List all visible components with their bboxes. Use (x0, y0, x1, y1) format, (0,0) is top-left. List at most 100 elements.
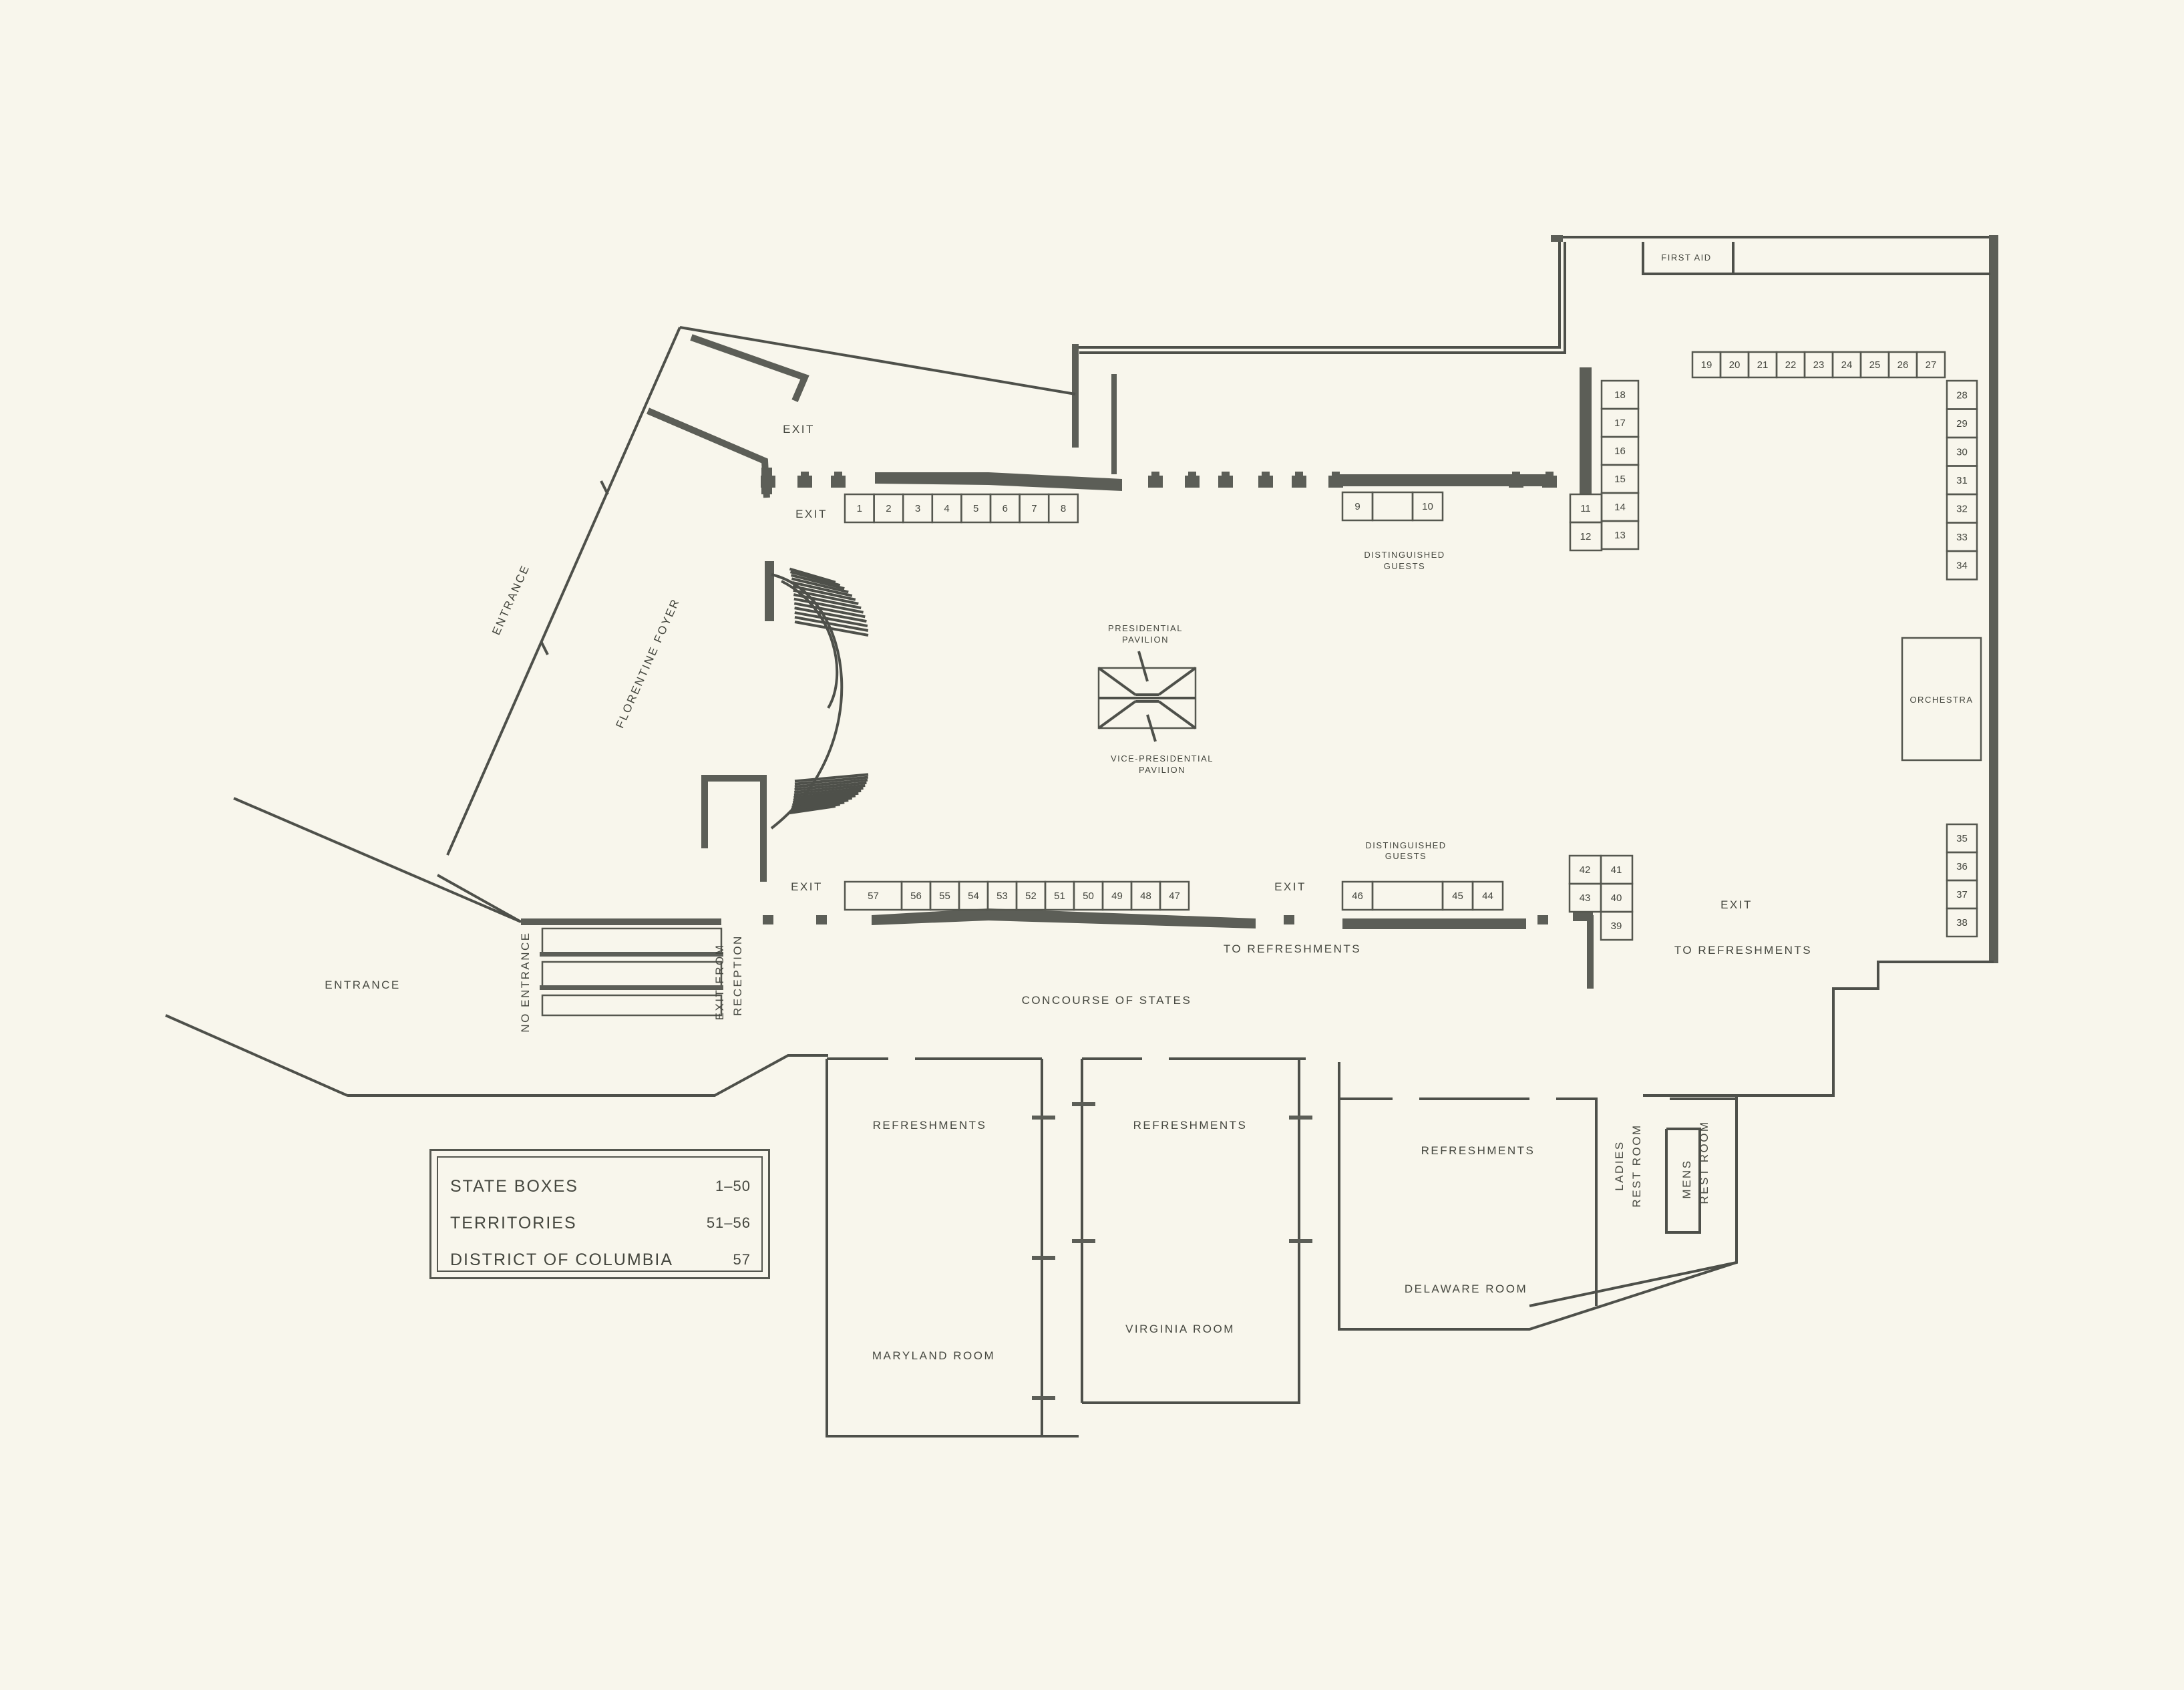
state-box: 30 (1946, 436, 1978, 467)
pier (1185, 472, 1200, 488)
state-box (1371, 880, 1444, 911)
pier (1292, 472, 1306, 488)
state-box-number: 18 (1614, 389, 1626, 401)
state-box-number: 36 (1956, 861, 1968, 872)
state-box: 39 (1600, 910, 1634, 941)
state-box (1371, 491, 1414, 522)
legend-label: STATE BOXES (450, 1176, 578, 1196)
label-maryland-room: MARYLAND ROOM (872, 1349, 995, 1362)
legend-row-state-boxes: STATE BOXES 1–50 (450, 1173, 751, 1200)
state-box: 9 (1341, 491, 1374, 522)
state-box-number: 31 (1956, 475, 1968, 486)
state-box-number: 43 (1580, 892, 1591, 904)
legend-label: DISTRICT OF COLUMBIA (450, 1250, 674, 1269)
pier (1218, 472, 1233, 488)
presidential-pavilion (1097, 651, 1197, 742)
state-box: 1 (844, 493, 875, 524)
stair-tread (794, 781, 867, 791)
state-box: 44 (1471, 880, 1504, 911)
state-box: 34 (1946, 550, 1978, 580)
foyer-walls (165, 326, 1076, 1097)
stair-tread (791, 574, 845, 590)
state-box-number: 51 (1054, 890, 1065, 902)
pier (1258, 472, 1273, 488)
state-box-number: 6 (1003, 503, 1008, 514)
state-box: 22 (1775, 351, 1806, 379)
stair-tread (793, 593, 862, 610)
refreshment-rooms (826, 1057, 1737, 1438)
state-box-number: 25 (1869, 359, 1881, 371)
label-ladies-rest-room: REST ROOM (1630, 1124, 1643, 1207)
stair-tread (793, 588, 859, 605)
stair-tread (794, 773, 869, 783)
label-concourse: CONCOURSE OF STATES (1022, 994, 1192, 1007)
state-box-number: 49 (1111, 890, 1123, 902)
state-box-number: 53 (996, 890, 1008, 902)
orchestra-platform (1901, 637, 1982, 762)
label-presidential: PRESIDENTIAL (1108, 623, 1183, 633)
label-exit-top: EXIT (783, 423, 815, 436)
state-box: 20 (1719, 351, 1750, 379)
state-box-number: 44 (1482, 890, 1493, 902)
state-box-number: 22 (1785, 359, 1797, 371)
label-mens-rest-room: REST ROOM (1698, 1120, 1710, 1204)
pier (1148, 472, 1163, 488)
state-box: 31 (1946, 465, 1978, 496)
label-refreshments-va: REFRESHMENTS (1133, 1119, 1248, 1132)
state-box-number: 46 (1352, 890, 1363, 902)
stair-tread (789, 570, 841, 587)
label-delaware-room: DELAWARE ROOM (1405, 1283, 1527, 1295)
state-box-number: 15 (1614, 474, 1626, 485)
legend-value: 57 (733, 1251, 751, 1268)
pier (1328, 472, 1343, 488)
state-box-number: 3 (915, 503, 920, 514)
state-box-number: 27 (1926, 359, 1937, 371)
north-balcony (761, 367, 1592, 494)
state-box-number: 56 (910, 890, 922, 902)
label-no-entrance: NO ENTRANCE (519, 931, 532, 1032)
stair-tread (792, 794, 856, 804)
stair-tread (791, 577, 849, 594)
state-box-number: 17 (1614, 417, 1626, 429)
stair-tread (794, 611, 868, 628)
stair-tread (794, 616, 869, 632)
state-box: 52 (1015, 880, 1047, 911)
pier (763, 915, 773, 924)
pier (816, 915, 827, 924)
state-box: 6 (989, 493, 1021, 524)
state-box: 26 (1887, 351, 1918, 379)
state-box: 47 (1159, 880, 1190, 911)
stair-tread (791, 799, 849, 809)
state-box: 21 (1747, 351, 1778, 379)
state-box: 36 (1946, 851, 1978, 882)
state-box: 42 (1568, 854, 1602, 885)
stair-tread (791, 580, 853, 597)
state-box: 33 (1946, 522, 1978, 552)
state-box: 14 (1600, 492, 1640, 522)
state-box: 24 (1831, 351, 1862, 379)
label-vice-pavilion: PAVILION (1139, 765, 1186, 775)
label-orchestra: ORCHESTRA (1909, 695, 1973, 705)
label-vice-presidential: VICE-PRESIDENTIAL (1111, 753, 1214, 764)
state-box: 51 (1044, 880, 1075, 911)
state-box: 10 (1411, 491, 1444, 522)
state-box-number: 23 (1813, 359, 1825, 371)
state-box-number: 39 (1611, 920, 1622, 932)
stair-tread (794, 621, 869, 637)
state-box-number: 52 (1025, 890, 1037, 902)
state-box-number: 38 (1956, 917, 1968, 928)
label-exit-bottom-left: EXIT (791, 880, 823, 893)
state-box: 32 (1946, 493, 1978, 524)
state-box-number: 8 (1061, 503, 1066, 514)
state-box-number: 2 (886, 503, 891, 514)
state-box: 53 (986, 880, 1018, 911)
label-guests-top: GUESTS (1384, 561, 1425, 571)
label-florentine-foyer: FLORENTINE FOYER (613, 597, 682, 730)
state-box-number: 16 (1614, 446, 1626, 457)
state-box-number: 45 (1452, 890, 1463, 902)
state-box-number: 1 (857, 503, 862, 514)
pier (1509, 472, 1523, 488)
label-mens: MENS (1680, 1159, 1693, 1198)
label-pavilion: PAVILION (1122, 635, 1169, 645)
